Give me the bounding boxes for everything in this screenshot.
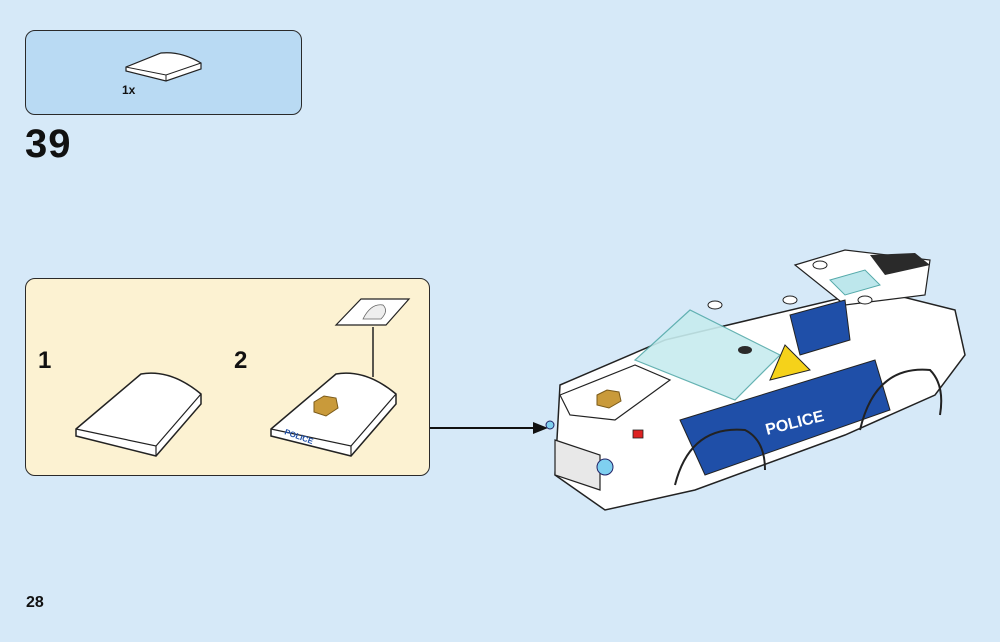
sub-assembly-box: 1 2 POLICE (25, 278, 430, 476)
curved-slope-brick-icon (125, 52, 202, 82)
part-quantity: 1x (122, 83, 136, 97)
page-number: 28 (26, 594, 44, 611)
substep-number-1: 1 (38, 347, 52, 374)
slope-brick-icon (75, 372, 202, 457)
police-slope-brick-icon: POLICE (270, 372, 397, 457)
pointer-line (372, 327, 374, 377)
parts-callout: 1x (25, 30, 302, 115)
police-car-model: POLICE (545, 249, 966, 511)
sticker-icon (334, 298, 411, 326)
direction-arrow (430, 422, 548, 434)
step-number: 39 (25, 122, 72, 166)
substep-number-2: 2 (234, 347, 248, 374)
